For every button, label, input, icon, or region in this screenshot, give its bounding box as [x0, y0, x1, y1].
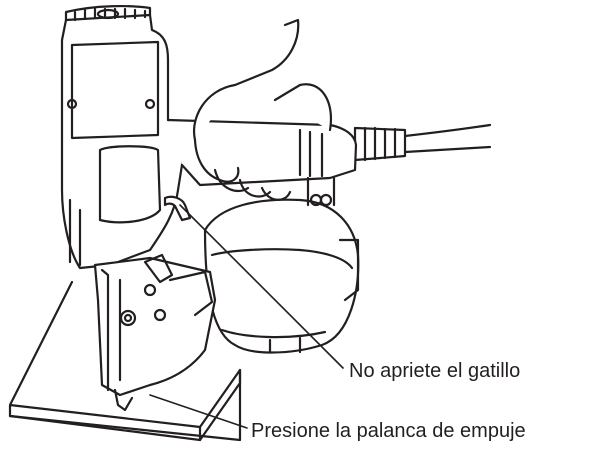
handle-and-hand [166, 18, 358, 207]
wood-board [8, 280, 242, 442]
nailer-body [60, 4, 184, 270]
callout-lines [149, 204, 344, 429]
trigger [163, 195, 192, 222]
callout-line-trigger [179, 204, 344, 369]
trigger-warning-label: No apriete el gatillo [349, 360, 521, 382]
callout-line-push-lever [149, 394, 248, 429]
push-lever-label: Presione la palanca de empuje [251, 420, 526, 442]
nose-and-push-lever [93, 253, 217, 412]
air-hose [353, 123, 492, 162]
coil-magazine [203, 198, 360, 354]
